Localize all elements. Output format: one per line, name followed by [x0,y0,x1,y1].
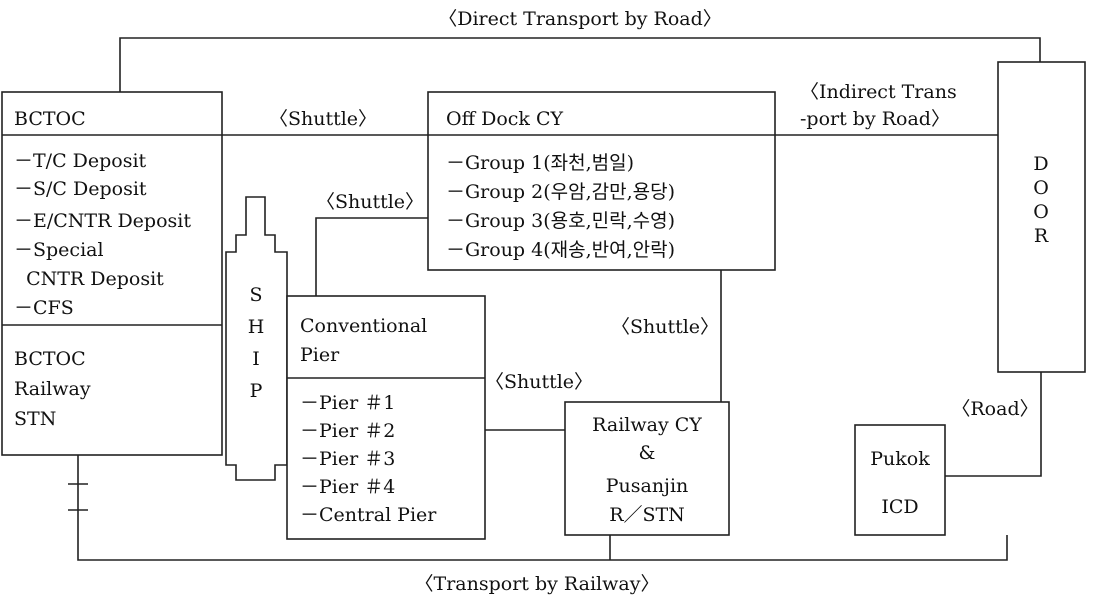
pukok-line: Pukok [870,448,930,470]
ship-letter: H [248,316,265,338]
pier-title-line: Conventional [300,315,427,337]
pier-title-line: Pier [300,344,340,366]
bctoc-item: －T/C Deposit [14,150,147,172]
door-letter: D [1033,153,1048,175]
offdock-group: －Group 2(우암,감만,용당) [446,181,675,203]
railway-cy-line: Pusanjin [606,475,689,497]
shuttle-left-label: 〈Shuttle〉 [316,191,424,213]
indirect-road-label-line1: 〈Indirect Trans [800,81,957,103]
ship-letter: I [252,348,260,370]
pier-item: －Pier ＃3 [300,448,395,470]
bctoc-station-line: BCTOC [14,348,86,370]
railway-cy-box: Railway CY & Pusanjin R／STN [565,402,729,535]
offdock-title: Off Dock CY [446,108,564,130]
conventional-pier-box: Conventional Pier －Pier ＃1 －Pier ＃2 －Pie… [287,296,485,539]
road-label: 〈Road〉 [951,398,1038,420]
pier-item: －Pier ＃1 [300,392,395,414]
door-letter: R [1034,225,1049,247]
ship-letter: S [249,284,262,306]
bctoc-item: CNTR Deposit [14,268,164,290]
railway-label: 〈Transport by Railway〉 [415,573,660,595]
bctoc-station-line: STN [14,408,56,430]
shuttle-right-label: 〈Shuttle〉 [611,316,719,338]
bctoc-item: －E/CNTR Deposit [14,210,191,232]
door-box: D O O R [998,62,1085,372]
shuttle-top-label: 〈Shuttle〉 [269,108,377,130]
ship-shape: S H I P [226,197,287,480]
offdock-group: －Group 1(좌천,범일) [446,152,634,174]
bctoc-station-line: Railway [14,378,91,400]
shuttle-pier-offdock-line [316,218,428,296]
bctoc-title: BCTOC [14,108,86,130]
pier-item: －Pier ＃2 [300,420,395,442]
offdock-group: －Group 4(재송,반여,안락) [446,239,675,261]
door-letter: O [1033,177,1049,199]
railway-cy-line: & [639,442,656,464]
railway-cy-line: R／STN [609,504,685,526]
railway-cy-line: Railway CY [592,414,702,436]
bctoc-item: －Special [14,239,104,261]
road-door-pukok-line [945,372,1041,476]
shuttle-mid-label: 〈Shuttle〉 [485,371,593,393]
offdock-cy-box: Off Dock CY －Group 1(좌천,범일) －Group 2(우암,… [428,92,775,270]
bctoc-box: BCTOC －T/C Deposit －S/C Deposit －E/CNTR … [2,92,222,455]
offdock-group: －Group 3(용호,민락,수영) [446,210,675,232]
door-letter: O [1033,201,1049,223]
direct-road-label: 〈Direct Transport by Road〉 [438,8,722,30]
pukok-icd-box: Pukok ICD [855,425,945,535]
bctoc-item: －S/C Deposit [14,178,147,200]
pier-item: －Central Pier [300,504,437,526]
pier-item: －Pier ＃4 [300,476,395,498]
bctoc-item: －CFS [14,297,74,319]
indirect-road-label-line2: -port by Road〉 [800,108,950,130]
ship-letter: P [250,380,263,402]
pukok-line: ICD [881,496,918,518]
